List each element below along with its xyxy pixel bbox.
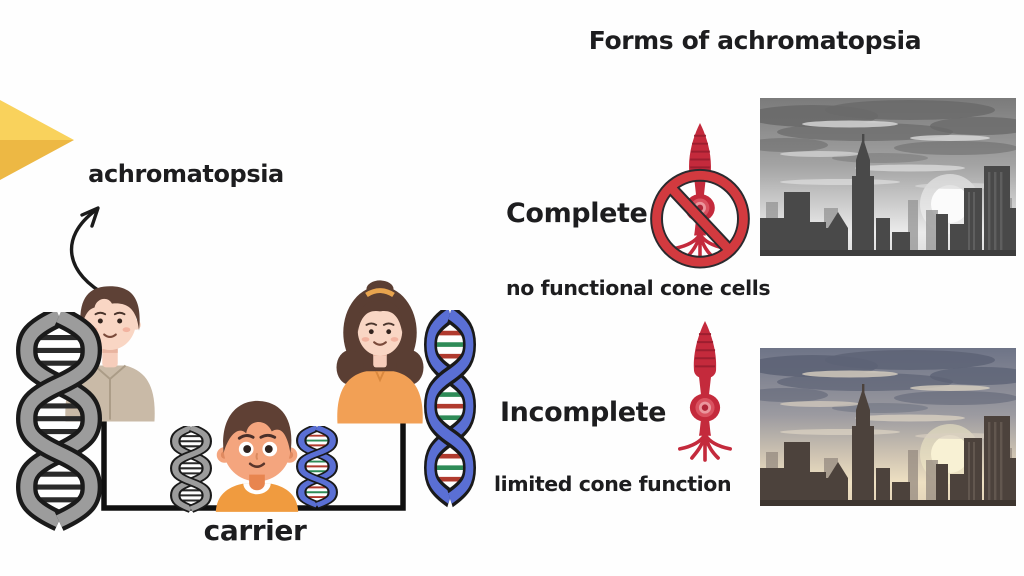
gene-label: achromatopsia xyxy=(88,160,284,188)
cone-cell-prohibited-icon xyxy=(650,121,750,269)
mother-figure xyxy=(336,280,424,424)
dna-helix-blue-large-icon xyxy=(424,310,476,510)
page-title: Forms of achromatopsia xyxy=(588,26,922,55)
city-skyline-muted-color-image xyxy=(760,348,1016,506)
city-skyline-grayscale-image xyxy=(760,98,1016,256)
form-description-incomplete: limited cone function xyxy=(494,472,732,496)
yellow-corner-accent-icon xyxy=(0,100,74,180)
dna-helix-blue-small-icon xyxy=(296,426,338,510)
dna-helix-gray-large-icon xyxy=(16,312,102,534)
child-figure xyxy=(215,400,299,512)
cone-cell-icon xyxy=(666,318,744,464)
curved-arrow-icon xyxy=(69,206,110,298)
form-description-complete: no functional cone cells xyxy=(506,276,771,300)
form-name-incomplete: Incomplete xyxy=(500,397,667,428)
form-name-complete: Complete xyxy=(506,198,648,229)
carrier-label: carrier xyxy=(203,514,307,547)
dna-helix-gray-small-icon xyxy=(170,426,212,514)
